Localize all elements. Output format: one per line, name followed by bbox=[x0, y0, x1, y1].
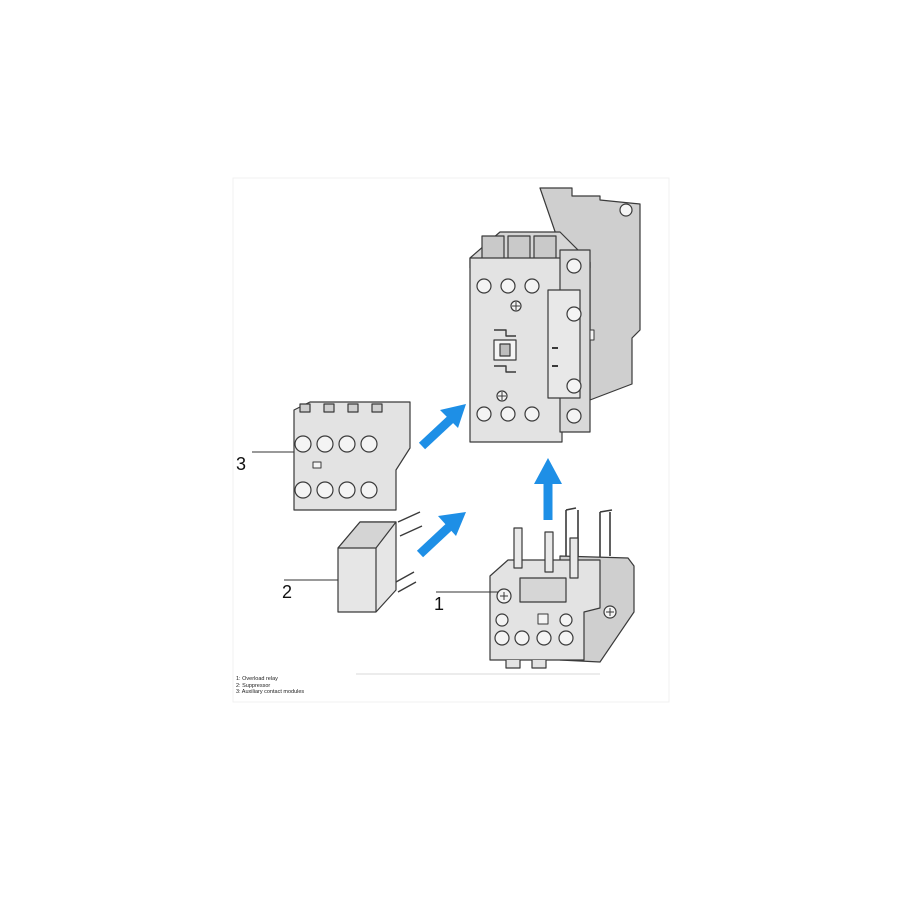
arrow-relay-to-contactor bbox=[534, 458, 562, 520]
callout-label-2: 2 bbox=[282, 582, 292, 602]
drawing-frame bbox=[232, 177, 670, 703]
arrow-suppressor-to-contactor bbox=[416, 512, 466, 558]
callout-label-3: 3 bbox=[236, 454, 246, 474]
suppressor bbox=[337, 511, 423, 613]
overload-relay bbox=[489, 507, 635, 669]
legend-item-auxiliary-contact-modules: 3: Auxiliary contact modules bbox=[236, 689, 305, 696]
auxiliary-contact-module bbox=[293, 401, 411, 511]
callout-label-1: 1 bbox=[434, 594, 444, 614]
contactor bbox=[469, 187, 641, 443]
legend-item-overload-relay: 1: Overload relay bbox=[236, 676, 278, 682]
legend: 1: Overload relay 2: Suppressor 3: Auxil… bbox=[236, 676, 304, 696]
legend-item-suppressor: 2: Suppressor bbox=[236, 682, 271, 689]
arrow-aux-to-contactor bbox=[418, 404, 466, 450]
